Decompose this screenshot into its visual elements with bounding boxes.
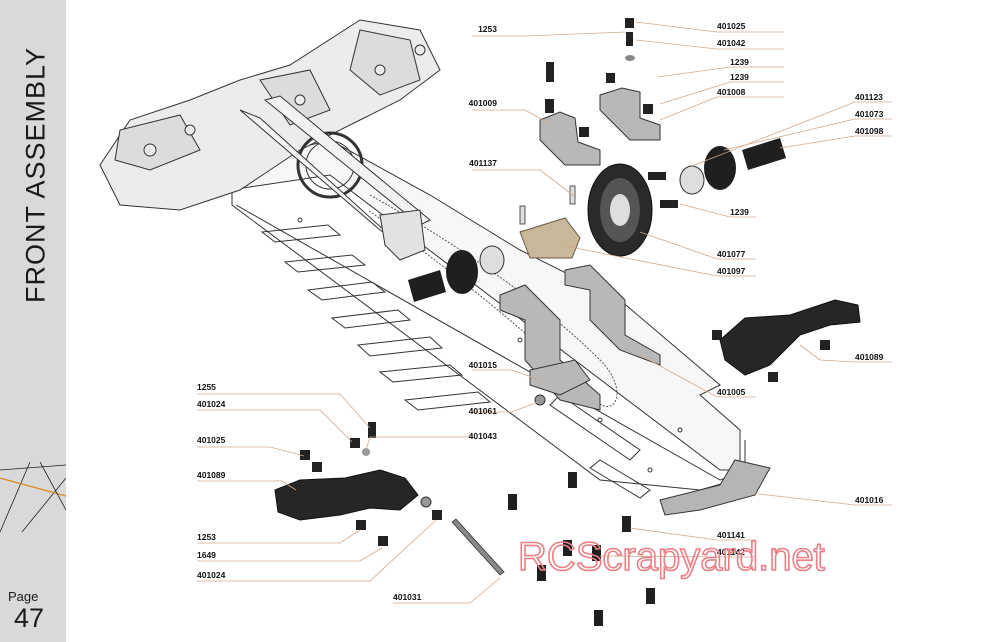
callout-leader — [599, 555, 756, 558]
rear-gearbox-assembly — [99, 19, 441, 261]
callout-leader — [799, 344, 892, 363]
callout-leader — [749, 492, 892, 506]
callout-leaders — [197, 21, 892, 604]
part-number-label: 401009 — [469, 98, 498, 108]
part-number-label: 401098 — [855, 126, 884, 136]
part-number-label: 401042 — [717, 38, 746, 48]
callout-leader — [393, 577, 501, 604]
callout-leader — [723, 118, 892, 151]
callout-leader — [657, 66, 784, 78]
part-number-label: 1649 — [197, 550, 216, 560]
sidebar: FRONT ASSEMBLY Page 47 — [0, 0, 66, 642]
screw-stack-401025 — [625, 18, 635, 61]
part-number-label: 1239 — [730, 72, 749, 82]
callout-leader — [635, 39, 784, 50]
part-number-label: 401024 — [197, 570, 226, 580]
callout-leader — [197, 480, 297, 491]
chassis-plate — [229, 139, 746, 499]
part-number-label: 1253 — [197, 532, 216, 542]
part-number-label: 401008 — [717, 87, 746, 97]
callout-leader — [564, 245, 756, 277]
part-number-label: 401025 — [717, 21, 746, 31]
bearing-bracket-401009 — [539, 62, 601, 166]
front-bulkhead — [499, 264, 661, 411]
callout-leader — [779, 135, 892, 149]
part-number-label: 401016 — [855, 495, 884, 505]
callout-leader — [197, 409, 353, 443]
callout-leader — [197, 393, 371, 429]
sidebar-decorative-lines — [0, 461, 67, 533]
part-number-label: 401142 — [717, 547, 745, 557]
callout-leader — [197, 519, 437, 582]
callout-leader — [472, 369, 541, 381]
part-number-label: 401025 — [197, 435, 226, 445]
part-number-label: 401043 — [469, 431, 498, 441]
callout-leader — [659, 96, 784, 121]
part-number-label: 401024 — [197, 399, 226, 409]
callout-leader — [197, 446, 305, 457]
part-number-label: 1239 — [730, 57, 749, 67]
callout-leader — [659, 81, 784, 105]
part-number-label: 401073 — [855, 109, 884, 119]
drive-cup-assembly — [408, 245, 505, 302]
callout-leader — [197, 547, 383, 562]
suspension-arm-right — [712, 299, 861, 382]
part-number-label: 401031 — [393, 592, 422, 602]
part-number-label: 1255 — [197, 382, 216, 392]
callout-leader — [197, 529, 361, 544]
page-number: 47 — [14, 603, 45, 633]
bearing-bracket-401008 — [599, 73, 661, 141]
part-number-label: 401015 — [469, 360, 498, 370]
callout-leader — [629, 527, 756, 541]
hinge-pin — [451, 518, 505, 576]
part-number-label: 401141 — [717, 530, 745, 540]
part-number-label: 401089 — [855, 352, 884, 362]
front-brace — [659, 459, 771, 516]
part-number-label: 401089 — [197, 470, 226, 480]
callout-leader — [635, 21, 784, 33]
part-number-label: 401061 — [469, 406, 498, 416]
part-number-label: 401077 — [717, 249, 746, 259]
part-number-label: 401005 — [717, 387, 746, 397]
part-number-label: 401123 — [855, 92, 883, 102]
callout-labels: 1253 401025 401042 1239 1239 401008 401009 4011… — [197, 21, 884, 602]
callout-leader — [472, 31, 627, 37]
callout-leader — [639, 354, 756, 398]
page-label: Page — [8, 589, 39, 604]
callout-leader — [472, 109, 551, 125]
loose-screws — [508, 472, 655, 626]
callout-leader — [639, 231, 756, 260]
callout-leader — [365, 436, 472, 451]
part-number-label: 401097 — [717, 266, 746, 276]
watermark: RCScrapyard.net — [518, 535, 825, 579]
callout-leader — [679, 203, 756, 218]
suspension-arm-left — [274, 422, 442, 546]
pulley-assembly — [519, 138, 786, 259]
part-number-label: 1253 — [478, 24, 497, 34]
callout-leader — [472, 169, 575, 197]
part-number-label: 401137 — [469, 158, 497, 168]
part-number-label: 1239 — [730, 207, 749, 217]
callout-leader — [472, 401, 539, 413]
